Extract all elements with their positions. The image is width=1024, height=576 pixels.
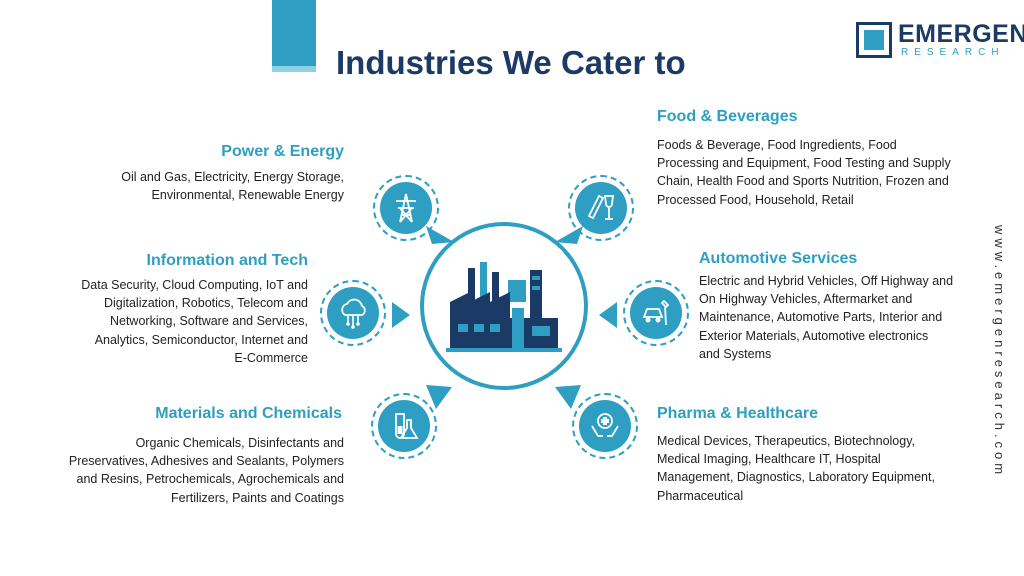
- information-tech-heading: Information and Tech: [146, 252, 308, 269]
- website-url: www.emergenresearch.com: [992, 225, 1007, 479]
- materials-chemicals-arrow-icon: [426, 385, 452, 409]
- cloud-network-icon: [341, 298, 366, 329]
- power-energy-arrow-icon: [426, 226, 454, 244]
- food-beverages-arrow-icon: [555, 226, 583, 244]
- power-energy-icon-ring: [373, 175, 439, 241]
- medical-hands-icon: [591, 413, 619, 437]
- information-tech-icon-ring: [320, 280, 386, 346]
- car-service-icon: [642, 299, 670, 326]
- materials-chemicals-text: Organic Chemicals, Disinfectants and Pre…: [68, 436, 344, 505]
- food-beverages-heading: Food & Beverages: [657, 108, 798, 125]
- information-tech-text: Data Security, Cloud Computing, IoT and …: [81, 278, 308, 365]
- automotive-services-text: Electric and Hybrid Vehicles, Off Highwa…: [699, 274, 954, 361]
- pharma-healthcare-heading: Pharma & Healthcare: [657, 405, 818, 422]
- logo-subtitle: RESEARCH: [901, 47, 1005, 58]
- pharma-healthcare-icon-ring: [572, 393, 638, 459]
- power-energy-heading: Power & Energy: [221, 143, 344, 160]
- pharma-healthcare-text: Medical Devices, Therapeutics, Biotechno…: [657, 434, 935, 503]
- information-tech-arrow-icon: [392, 302, 410, 328]
- food-beverages-icon-ring: [568, 175, 634, 241]
- food-beverages-text: Foods & Beverage, Food Ingredients, Food…: [657, 138, 951, 207]
- logo-mark: [856, 22, 892, 58]
- factory-icon: [446, 262, 562, 352]
- pharma-healthcare-arrow-icon: [555, 385, 581, 409]
- materials-chemicals-heading: Materials and Chemicals: [155, 405, 342, 422]
- automotive-services-arrow-icon: [599, 302, 617, 328]
- corner-accent-block: [272, 0, 316, 72]
- page-title: Industries We Cater to: [336, 44, 686, 81]
- factory-hub: [420, 222, 588, 390]
- power-energy-text: Oil and Gas, Electricity, Energy Storage…: [121, 170, 344, 203]
- automotive-services-icon-ring: [623, 280, 689, 346]
- logo-name: EMERGEN: [898, 20, 1024, 48]
- bread-wine-icon: [587, 194, 615, 220]
- materials-chemicals-icon-ring: [371, 393, 437, 459]
- emergen-logo: EMERGEN RESEARCH: [856, 20, 1024, 60]
- automotive-services-heading: Automotive Services: [699, 250, 858, 267]
- lab-flask-icon: [395, 413, 419, 439]
- power-tower-icon: [396, 193, 416, 223]
